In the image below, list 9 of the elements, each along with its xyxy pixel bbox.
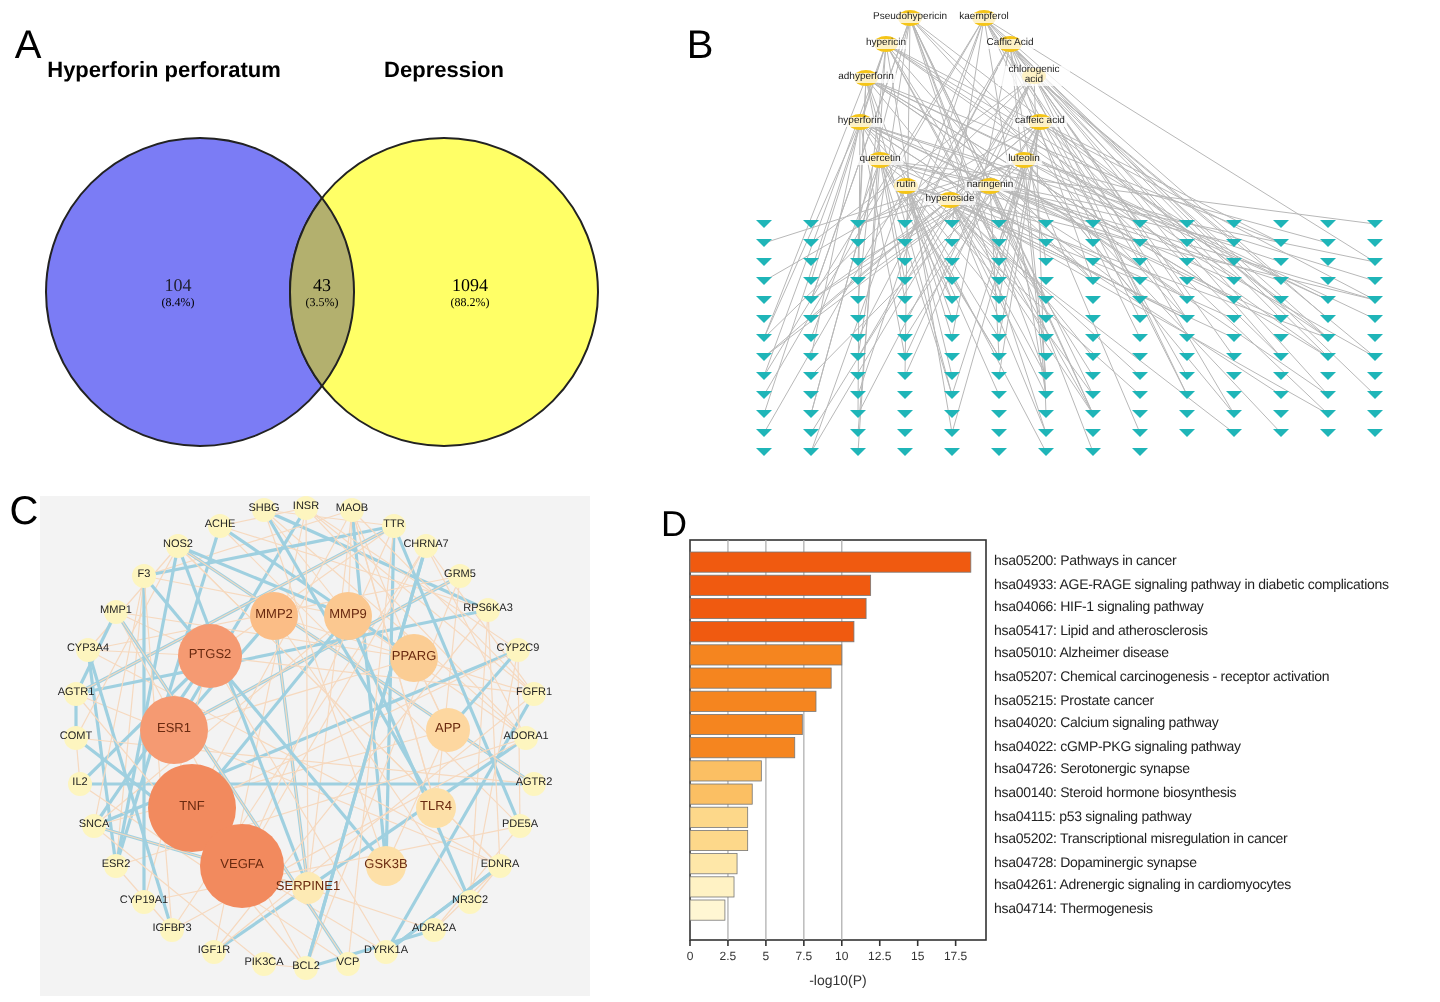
panel-letter: A (14, 26, 42, 66)
panel-letter: D (661, 506, 687, 542)
set-title: Depression (384, 61, 504, 83)
panel-letter: C (9, 492, 39, 532)
count-label: 104 (164, 277, 192, 295)
count-label: 1094 (452, 277, 488, 295)
set-title: Hyperforin perforatum (47, 61, 281, 83)
count-label: 43 (313, 277, 331, 295)
panel-letter: B (686, 26, 714, 66)
